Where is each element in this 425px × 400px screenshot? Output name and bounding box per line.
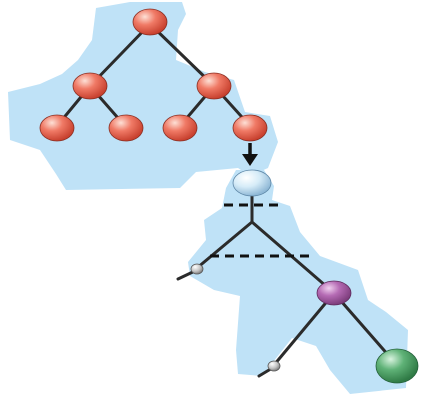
tree-node-purple	[316, 280, 352, 306]
dashed-cut-lines	[210, 203, 310, 258]
tree-node-leaf-2	[108, 114, 144, 142]
tree-node-leaf-1	[39, 114, 75, 142]
tree-node-left	[72, 72, 108, 100]
tree-node-root	[132, 8, 168, 36]
tree-node-small-bottom	[267, 360, 281, 372]
tree-node-leaf-4	[232, 114, 268, 142]
tree-node-light-blue	[232, 169, 272, 197]
tree-node-right	[196, 72, 232, 100]
tree-node-leaf-3	[162, 114, 198, 142]
top-tree-nodes	[39, 8, 268, 142]
tree-node-green	[375, 348, 419, 384]
tree-node-small-top	[190, 263, 204, 275]
top-tree-highlight	[8, 2, 278, 190]
down-arrow-icon	[242, 143, 258, 166]
edge-trunk-left	[195, 220, 254, 270]
edge-purple-left	[272, 291, 336, 367]
bottom-tree-highlight	[188, 170, 408, 394]
